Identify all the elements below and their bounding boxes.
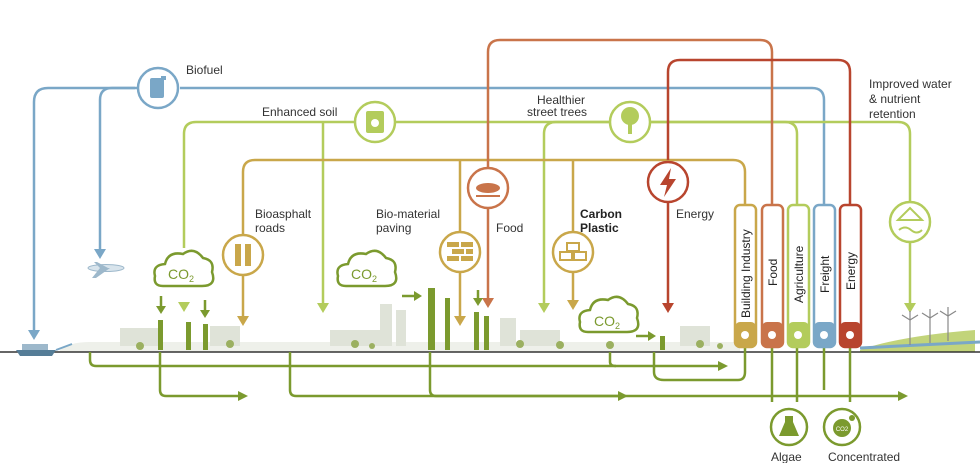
carbon-plastic-label-1: Carbon bbox=[580, 207, 622, 221]
biofuel-label: Biofuel bbox=[186, 63, 223, 77]
sector-boxes: Building Industry Food Agriculture Freig… bbox=[733, 203, 863, 349]
co2-cloud-1: CO2 bbox=[153, 249, 215, 288]
blocks-icon bbox=[551, 230, 595, 274]
bottom-green-flows bbox=[88, 346, 900, 402]
enhanced-soil-label: Enhanced soil bbox=[262, 105, 337, 119]
wind-turbine-icon bbox=[901, 307, 957, 345]
bioasphalt-label-1: Bioasphalt bbox=[255, 207, 312, 221]
food-flow bbox=[486, 38, 774, 300]
carbon-plastic-label-2: Plastic bbox=[580, 221, 619, 235]
healthier-trees-label-2: street trees bbox=[527, 105, 587, 119]
biomaterial-label-2: paving bbox=[376, 221, 411, 235]
food-label: Food bbox=[496, 221, 523, 235]
sector-label: Building Industry bbox=[739, 229, 753, 318]
tree-icon bbox=[608, 100, 652, 144]
flask-icon bbox=[769, 407, 809, 447]
fuel-can-icon bbox=[136, 66, 180, 110]
sector-label: Agriculture bbox=[792, 245, 806, 303]
soil-bag-icon bbox=[353, 100, 397, 144]
bioasphalt-label-2: roads bbox=[255, 221, 285, 235]
energy-flow bbox=[666, 58, 852, 305]
improved-water-label-1: Improved water bbox=[869, 77, 952, 91]
road-icon bbox=[221, 233, 265, 277]
biofuel-flows bbox=[32, 86, 826, 332]
improved-water-label-2: & nutrient bbox=[869, 92, 921, 106]
concentrated-label: Concentrated bbox=[828, 450, 900, 463]
material-flows bbox=[241, 158, 747, 318]
airplane-icon bbox=[87, 262, 125, 278]
improved-water-label-3: retention bbox=[869, 107, 916, 121]
sector-building-industry: Building Industry bbox=[733, 203, 758, 349]
ship-icon bbox=[16, 343, 73, 356]
sector-label: Food bbox=[766, 259, 780, 286]
sector-label: Freight bbox=[818, 255, 832, 293]
food-leaf-icon bbox=[466, 166, 510, 210]
sector-food: Food bbox=[760, 203, 785, 349]
sector-label: Energy bbox=[844, 252, 858, 290]
city-skyline bbox=[0, 288, 980, 353]
svg-text:CO2: CO2 bbox=[594, 313, 620, 331]
sector-energy: Energy bbox=[838, 203, 863, 349]
sector-freight: Freight bbox=[812, 203, 837, 349]
co2-cloud-2: CO2 bbox=[336, 249, 398, 288]
biomaterial-label-1: Bio-material bbox=[376, 207, 440, 221]
algae-label: Algae bbox=[771, 450, 802, 463]
svg-text:CO2: CO2 bbox=[836, 427, 849, 433]
svg-text:CO2: CO2 bbox=[351, 266, 377, 284]
co2-bubble-icon: CO2 bbox=[822, 407, 862, 447]
sector-agriculture: Agriculture bbox=[786, 203, 811, 349]
lightning-icon bbox=[646, 160, 690, 204]
energy-label: Energy bbox=[676, 207, 714, 221]
bricks-icon bbox=[438, 230, 482, 274]
svg-text:CO2: CO2 bbox=[168, 266, 194, 284]
water-drop-icon bbox=[888, 200, 932, 244]
soil-tree-flows bbox=[182, 120, 912, 305]
healthier-trees-label-1: Healthier bbox=[537, 93, 585, 107]
co2-cloud-3: CO2 bbox=[578, 295, 640, 334]
